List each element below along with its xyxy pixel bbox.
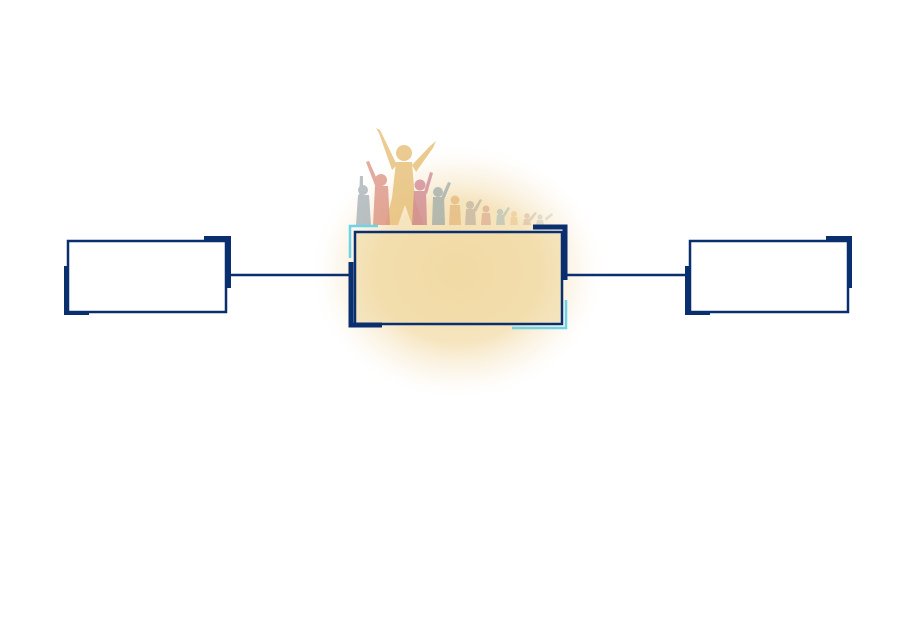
- right-box: [685, 236, 852, 315]
- crowd-silhouette: [356, 128, 553, 225]
- center-box: [348, 224, 568, 330]
- right-box-label: [690, 241, 848, 312]
- left-box-label: [68, 241, 226, 312]
- left-box: [64, 236, 231, 315]
- center-box-label: [355, 232, 562, 324]
